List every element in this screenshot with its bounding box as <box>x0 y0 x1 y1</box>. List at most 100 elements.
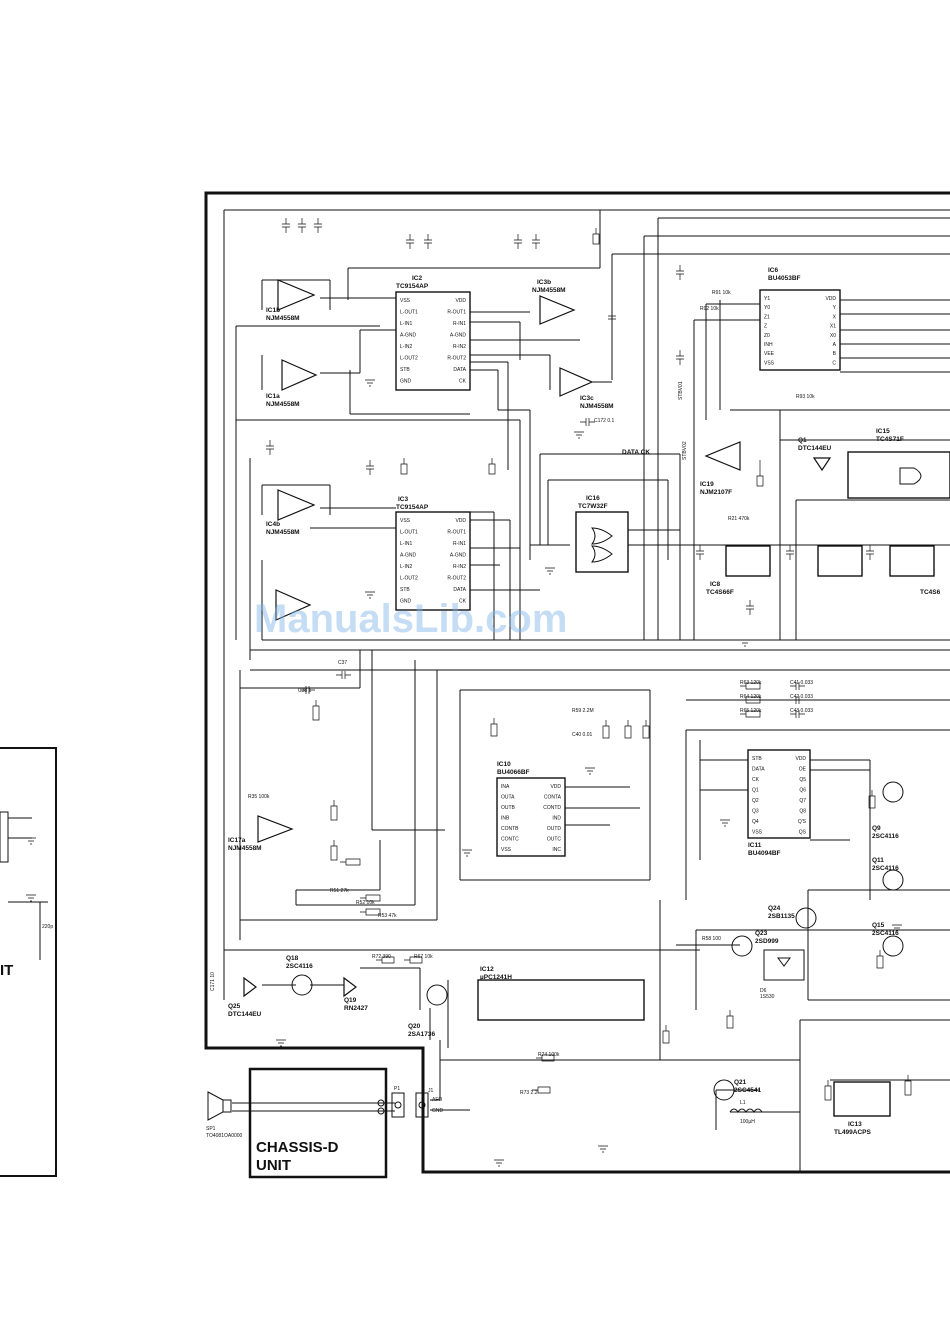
svg-text:220p: 220p <box>42 924 53 930</box>
q15-label: Q15 <box>872 922 885 929</box>
chip-pin-label: L-OUT2 <box>400 356 418 362</box>
chip-pin-label: INB <box>501 816 510 822</box>
chip-pin-label: STB <box>400 367 410 373</box>
chip-pin-label: X1 <box>830 324 836 330</box>
chip-pin-label: A-GND <box>450 333 467 339</box>
r21-label: R21 470k <box>728 516 750 522</box>
chip-pin-label: CONTA <box>544 795 562 801</box>
chip-pin-label: CONTC <box>501 837 519 843</box>
r91-label: R91 10k <box>712 290 731 296</box>
d6-label: D6 <box>760 988 767 994</box>
q20-label: Q20 <box>408 1023 421 1030</box>
passive-components <box>266 218 912 1101</box>
ic11-chip: IC11 BU4094BF STBDATACKQ1Q2Q3Q4VSSVDDOEQ… <box>747 749 811 857</box>
speaker-icon: SP1 TO4081OA0000 <box>206 1091 243 1139</box>
c42-label: C42 0.033 <box>790 694 813 700</box>
chip-pin-label: VDD <box>455 298 466 304</box>
chip-pin-label: L-OUT1 <box>400 530 418 536</box>
ic12-chip: IC12 µPC1241H <box>477 966 645 1021</box>
chip-pin-label: L-OUT1 <box>400 310 418 316</box>
c37-label: C37 <box>338 660 347 666</box>
ic11-part: BU4094BF <box>748 850 781 857</box>
q18-part: 2SC4116 <box>286 963 313 970</box>
r65-label: R65 120k <box>740 708 762 714</box>
chip-pin-label: QS <box>799 830 807 836</box>
r93-label: R93 10k <box>796 394 815 400</box>
ic15-chip: IC15 TC4S71F <box>847 428 950 499</box>
chip-pin-label: Q8 <box>799 809 806 815</box>
r52-label: R52 10k <box>356 900 375 906</box>
chip-pin-label: R-OUT1 <box>447 530 466 536</box>
ic3-chip: IC3 TC9154AP VSSL-OUT1L-IN1A-GNDL-IN2L-O… <box>395 496 471 611</box>
ic3-part: TC9154AP <box>396 504 429 511</box>
chip-pin-label: Q5 <box>799 777 806 783</box>
ic6-part: BU4053BF <box>768 275 801 282</box>
ic4b-label: IC4b <box>266 521 280 528</box>
c43-label: C43 0.033 <box>790 708 813 714</box>
chip-pin-label: X0 <box>830 333 836 339</box>
chip-pin-label: CK <box>752 777 760 783</box>
chip-pin-label: VEE <box>764 351 775 357</box>
ic3c-label: IC3c <box>580 395 594 402</box>
ic3-label: IC3 <box>398 496 409 503</box>
j1-label: J1 <box>428 1088 434 1094</box>
chip-pin-label: Q6 <box>799 788 806 794</box>
chip-pin-label: VSS <box>501 847 512 853</box>
ground-symbols <box>26 379 902 1167</box>
chip-pin-label: L-IN1 <box>400 541 412 547</box>
ic1b-label: IC1b <box>266 307 280 314</box>
l1-label: L1 <box>740 1100 746 1106</box>
ic11-label: IC11 <box>748 842 762 849</box>
chip-pin-label: X <box>833 314 837 320</box>
signal-labels: DATA CK STBV01 STBV02 C172 0.1 R53 47k R… <box>210 290 815 1096</box>
ic8-label: IC8 <box>710 581 721 588</box>
chip-pin-label: CONTD <box>543 805 561 811</box>
ic1b-part: NJM4558M <box>266 315 300 322</box>
op-amps: IC1b NJM4558M IC1a NJM4558M IC3b NJM4558… <box>228 279 741 852</box>
ic8-part: TC4S66F <box>706 589 734 596</box>
r72-label: R72 390 <box>372 954 391 960</box>
chip-pin-label: VDD <box>795 756 806 762</box>
chip-pin-label: DATA <box>453 587 466 593</box>
chip-pin-label: VSS <box>752 830 763 836</box>
r67-label: R67 10k <box>414 954 433 960</box>
r53-label: R53 47k <box>378 913 397 919</box>
chip-pin-label: CK <box>459 379 467 385</box>
sp1-part: TO4081OA0000 <box>206 1133 243 1139</box>
q25-label: Q25 <box>228 1003 241 1010</box>
ic16-label: IC16 <box>586 495 600 502</box>
chassis-d-label: CHASSIS-D <box>256 1139 339 1156</box>
q19-part: RN2427 <box>344 1005 368 1012</box>
chip-pin-label: Q3 <box>752 809 759 815</box>
ic19-label: IC19 <box>700 481 714 488</box>
q9-label: Q9 <box>872 825 881 832</box>
q23-label: Q23 <box>755 930 768 937</box>
chip-pin-label: R-OUT1 <box>447 310 466 316</box>
ic1a-part: NJM4558M <box>266 401 300 408</box>
data-ck-label: DATA CK <box>622 449 650 456</box>
q11-part: 2SC4116 <box>872 865 899 872</box>
ic13-chip: IC13 TL499ACPS <box>833 1081 891 1136</box>
chip-pin-label: OUTC <box>547 837 562 843</box>
chip-pin-label: IND <box>552 816 561 822</box>
q21-part: 2SC4541 <box>734 1087 761 1094</box>
ic15-part: TC4S71F <box>876 436 904 443</box>
chip-pin-label: Q1 <box>752 788 759 794</box>
q11-label: Q11 <box>872 857 884 864</box>
chip-pin-label: INC <box>552 847 561 853</box>
chip-pin-label: Z <box>764 324 767 330</box>
r63-label: R63 120k <box>740 680 762 686</box>
chip-pin-label: DATA <box>453 367 466 373</box>
chip-pin-label: VDD <box>455 518 466 524</box>
c40-label: C40 0.01 <box>572 732 593 738</box>
chip-pin-label: VSS <box>400 518 411 524</box>
chip-pin-label: DATA <box>752 767 765 773</box>
chip-pin-label: A <box>833 342 837 348</box>
left-unit-box: 220p IT <box>0 747 57 1177</box>
chip-pin-label: STB <box>400 587 410 593</box>
ic15-label: IC15 <box>876 428 890 435</box>
chip-pin-label: CONTB <box>501 826 519 832</box>
p1-label: P1 <box>394 1086 400 1092</box>
chip-pin-label: A-GND <box>450 553 467 559</box>
